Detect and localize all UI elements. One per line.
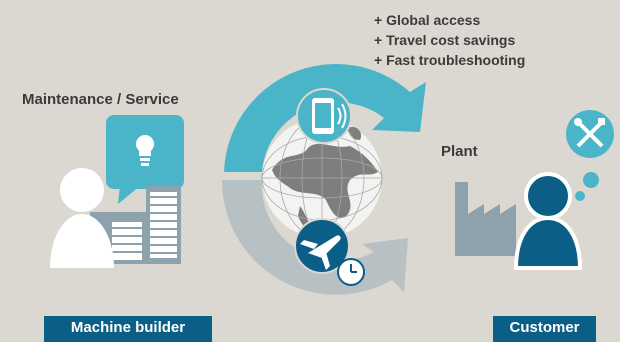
arrow-top-cyan — [224, 64, 426, 172]
thought-bubble-medium — [583, 172, 599, 188]
benefit-travel-cost-savings: + Travel cost savings — [374, 32, 516, 48]
smartphone-icon — [296, 88, 352, 144]
tools-icon — [566, 110, 614, 158]
clock-icon — [337, 258, 365, 286]
person-icon — [50, 168, 114, 268]
thought-bubble-small — [575, 191, 585, 201]
airplane-icon — [294, 218, 350, 274]
lightbulb-icon — [136, 135, 154, 166]
benefit-fast-troubleshooting: + Fast troubleshooting — [374, 52, 526, 68]
plant-label: Plant — [441, 143, 478, 160]
maintenance-service-label: Maintenance / Service — [22, 91, 179, 108]
customer-person-icon — [513, 172, 583, 270]
factory-icon — [455, 182, 516, 256]
benefit-global-access: + Global access — [374, 12, 481, 28]
customer-tag: Customer — [493, 316, 596, 342]
benefits-list: + Global access + Travel cost savings + … — [374, 10, 525, 70]
machine-builder-tag: Machine builder — [44, 316, 212, 342]
